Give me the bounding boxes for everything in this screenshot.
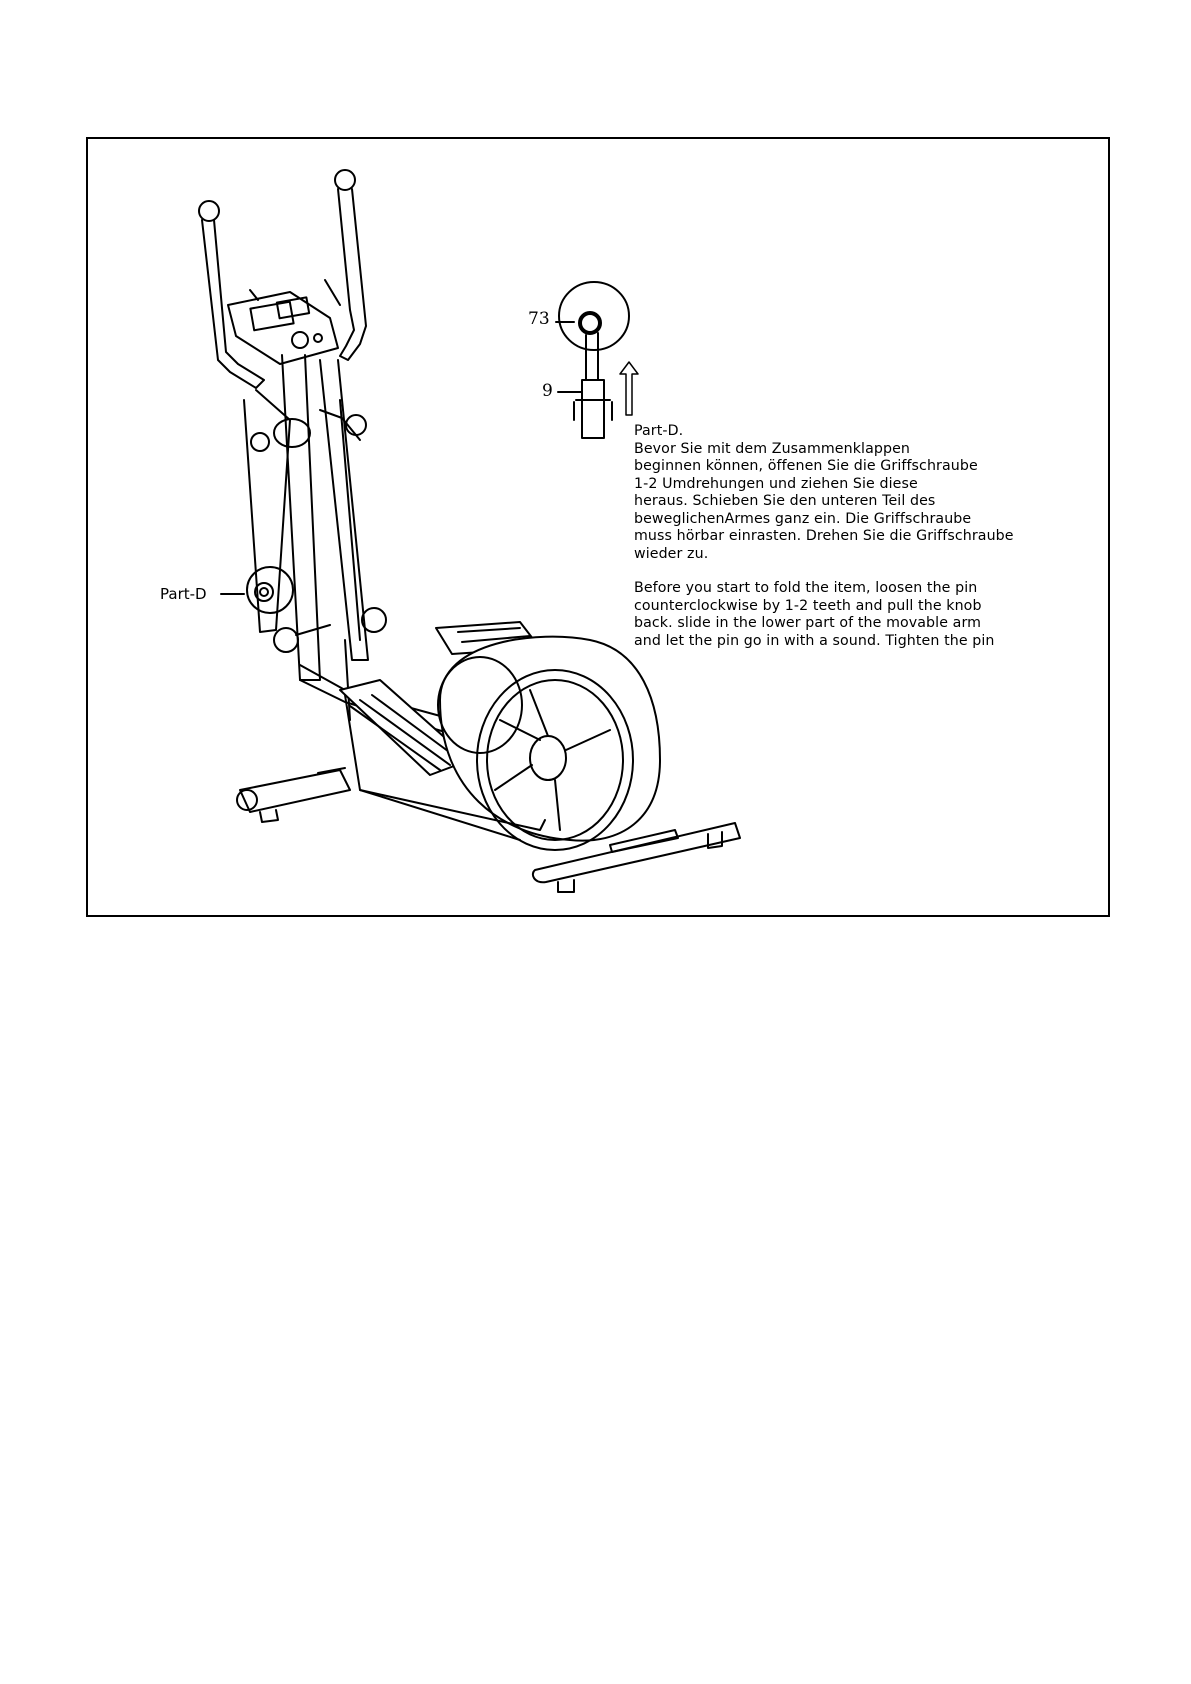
left-handlebar — [198, 200, 265, 389]
english-line: Before you start to fold the item, loose… — [634, 580, 978, 596]
frame-rail — [344, 694, 546, 841]
console — [227, 279, 341, 365]
pivot-assembly — [250, 409, 387, 653]
instructions-text: Part-D. Bevor Sie mit dem Zusammenklappe… — [634, 423, 1104, 650]
right-handlebar — [334, 169, 367, 361]
flywheel-housing — [437, 635, 661, 851]
english-line: back. slide in the lower part of the mov… — [634, 615, 982, 631]
callout-number-73: 73 — [528, 309, 550, 329]
figure-frame — [86, 137, 1110, 917]
german-line: beginnen können, öffenen Sie die Griffsc… — [634, 458, 978, 474]
instructions-heading: Part-D. — [634, 423, 684, 439]
front-stabilizer — [531, 822, 741, 893]
rear-stabilizer — [236, 767, 351, 823]
german-line: muss hörbar einrasten. Drehen Sie die Gr… — [634, 528, 1014, 544]
german-line: wieder zu. — [634, 545, 709, 562]
english-line: and let the pin go in with a sound. Tigh… — [634, 632, 995, 649]
callout-number-9: 9 — [542, 381, 553, 401]
up-arrow-icon — [619, 361, 639, 416]
german-line: beweglichenArmes ganz ein. Die Griffschr… — [634, 510, 972, 527]
german-line: heraus. Schieben Sie den unteren Teil de… — [634, 493, 936, 509]
part-d-label: Part-D — [160, 585, 207, 603]
german-line: 1-2 Umdrehungen und ziehen Sie diese — [634, 475, 918, 492]
paragraph-gap — [634, 563, 1104, 580]
english-line: counterclockwise by 1-2 teeth and pull t… — [634, 597, 982, 614]
pin-detail-callout — [555, 281, 630, 439]
german-line: Bevor Sie mit dem Zusammenklappen — [634, 440, 911, 457]
main-mast — [243, 354, 369, 721]
part-d-knob-callout — [220, 566, 294, 614]
